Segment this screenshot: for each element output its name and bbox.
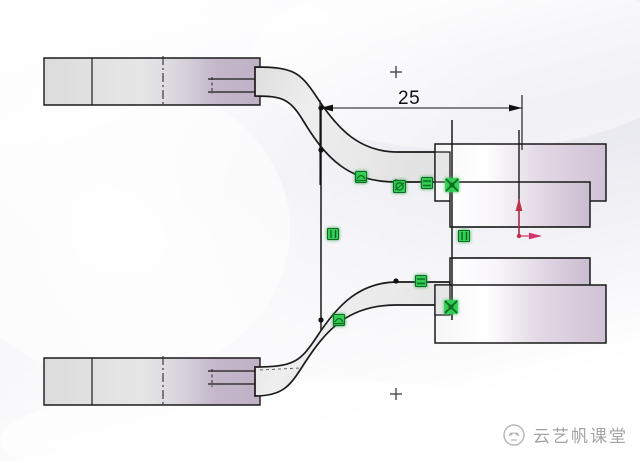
constraint-tangent-c8[interactable] — [333, 314, 345, 326]
lower-left-plate[interactable] — [43, 356, 261, 407]
constraint-vertical-c6[interactable] — [458, 230, 470, 242]
dimension-value-25[interactable]: 25 — [398, 88, 421, 109]
right-upper-block[interactable] — [434, 143, 607, 228]
origin-y-arrow — [515, 198, 523, 211]
watermark-text: 云艺帆课堂 — [533, 427, 628, 447]
constraint-horizontal-c3[interactable] — [421, 177, 433, 189]
circular-brand-logo — [503, 423, 525, 446]
dimension-25[interactable] — [319, 95, 523, 185]
constraint-vertical-c5[interactable] — [327, 228, 339, 240]
constraint-merge-c4[interactable] — [445, 178, 459, 192]
dimension-arrow-left — [320, 104, 333, 112]
upper-left-plate[interactable] — [43, 56, 261, 107]
constraint-tangent-c1[interactable] — [355, 171, 367, 183]
lower-s-arm[interactable] — [254, 281, 451, 397]
origin-x-arrow — [529, 232, 542, 240]
constraint-merge-c9[interactable] — [444, 300, 458, 314]
crosshair-bottom — [390, 388, 402, 400]
right-lower-block[interactable] — [434, 257, 607, 344]
constraint-glyphs[interactable] — [327, 171, 470, 326]
constraint-coincident-c2[interactable] — [393, 180, 406, 193]
watermark: 云艺帆课堂 — [502, 422, 628, 447]
crosshair-top — [390, 66, 402, 78]
constraint-horizontal-c7[interactable] — [415, 275, 427, 287]
dimension-arrow-right — [509, 104, 522, 112]
origin-marker[interactable] — [515, 198, 542, 240]
